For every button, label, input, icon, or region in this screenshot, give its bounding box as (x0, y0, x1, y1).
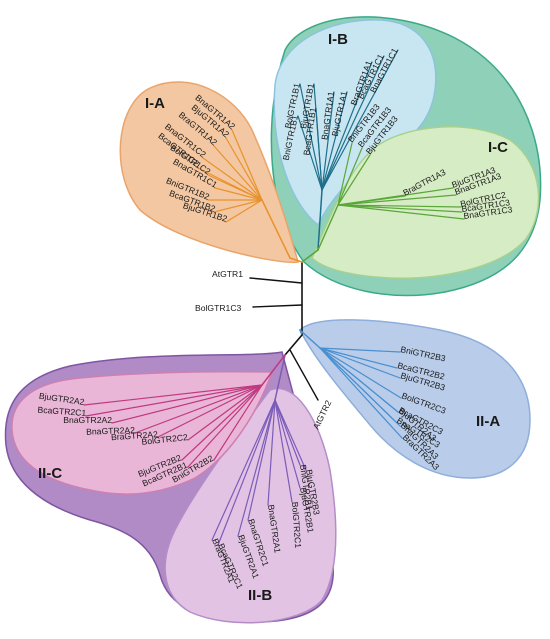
backbone-IA (289, 257, 303, 263)
leaf-branch-IA (207, 174, 263, 201)
leaf-branch-IIA (319, 347, 403, 439)
leaf-branch-IIB (274, 399, 307, 471)
clade-I-A-background (119, 81, 299, 264)
clade-label-II-A: II-A (476, 413, 500, 430)
clade-label-II-B: II-B (248, 587, 272, 604)
leaf-branch-IB (315, 107, 323, 191)
leaf-branch-IA (225, 137, 263, 201)
leaf-branch-IC (337, 142, 353, 206)
leaf-branch-IIC (111, 384, 263, 424)
leaf-branch-IIC (157, 384, 263, 438)
leaf-branch-IA (214, 187, 263, 201)
leaf-branch-IC (337, 154, 371, 206)
leaf-label-iic: BcaGTR2C1 (37, 405, 87, 418)
leaf-branch-IIC (187, 384, 263, 441)
leaf-branch-IC (337, 147, 363, 206)
clade-label-II-C: II-C (38, 465, 62, 482)
leaf-branch-IIB (211, 399, 276, 541)
backbone-group1 (301, 249, 319, 263)
clade-stem-IA (261, 199, 291, 259)
leaf-branch-IIC (83, 384, 263, 406)
leaf-branch-IB (321, 49, 399, 191)
leaf-branch-IC (337, 204, 463, 213)
leaf-branch-IIC (213, 384, 263, 461)
leaf-label-iic: BnaGTR2A2 (63, 415, 112, 425)
leaf-branch-IC (337, 204, 465, 220)
outgroup-branch-bolgtr1c3 (252, 304, 303, 308)
clade-stem-IIB (274, 354, 286, 401)
leaf-branch-IIB (217, 399, 276, 546)
clade-I-C-background (311, 126, 540, 279)
leaf-label-iic: BnaGTR2A2 (86, 425, 135, 437)
leaf-branch-IIA (319, 347, 401, 353)
leaf-branch-IIB (237, 399, 276, 537)
leaf-branch-IIB (274, 399, 301, 489)
leaf-branch-IIA (319, 347, 401, 427)
leaf-branch-IA (231, 129, 263, 201)
leaf-branch-IIA (319, 347, 402, 399)
outgroup-label-atgtr2: AtGTR2 (311, 398, 334, 430)
leaf-branch-IA (213, 199, 263, 213)
leaf-branch-IC (337, 204, 462, 208)
leaf-branch-IIA (319, 347, 399, 413)
leaf-label-iic: BraGTR2A2 (111, 429, 159, 442)
leaf-branch-IIB (267, 399, 276, 506)
clade-II-A-background (299, 319, 531, 479)
leaf-branch-IIA (319, 347, 398, 369)
leaf-branch-IB (299, 83, 323, 191)
leaf-branch-IB (321, 91, 335, 191)
clade-label-I-B: I-B (328, 31, 348, 48)
tree-branches (83, 49, 465, 546)
leaf-branch-IIC (181, 384, 263, 461)
outgroup-branch-atgtr2 (289, 349, 319, 401)
clade-stem-IIA (299, 329, 321, 349)
leaf-branch-IA (202, 157, 263, 201)
leaf-branch-IIC (187, 384, 263, 468)
leaf-branch-IB (297, 115, 323, 191)
leaf-branch-IA (225, 199, 263, 223)
leaf-label-iib: BolGTR2C1 (290, 501, 303, 548)
leaf-branch-IIC (134, 384, 263, 434)
leaf-branch-IIB (247, 399, 276, 521)
leaf-branch-IA (213, 145, 263, 201)
leaf-branch-IIC (85, 384, 263, 417)
leaf-branch-IIB (274, 399, 293, 503)
clade-II-C-background (11, 371, 274, 495)
clade-stem-IC (317, 204, 339, 251)
leaf-branch-IIA (319, 347, 401, 379)
backbone-group2 (284, 334, 303, 356)
clade-label-I-C: I-C (488, 139, 508, 156)
leaf-branch-IC (337, 194, 457, 206)
leaf-branch-IC (337, 187, 454, 206)
outgroup-branch-atgtr1 (249, 277, 303, 284)
clade-stem-IB (317, 189, 323, 251)
clade-label-I-A: I-A (145, 95, 165, 112)
outgroup-label-bolgtr1c3: BolGTR1C3 (195, 303, 242, 313)
clade-stem-IIC (261, 354, 286, 386)
leaf-label-iic: BolGTR2C2 (141, 432, 188, 447)
outgroup-label-atgtr1: AtGTR1 (212, 269, 243, 279)
leaf-branch-IB (321, 91, 348, 191)
leaf-branch-IB (321, 61, 373, 191)
leaf-branch-IB (321, 55, 385, 191)
